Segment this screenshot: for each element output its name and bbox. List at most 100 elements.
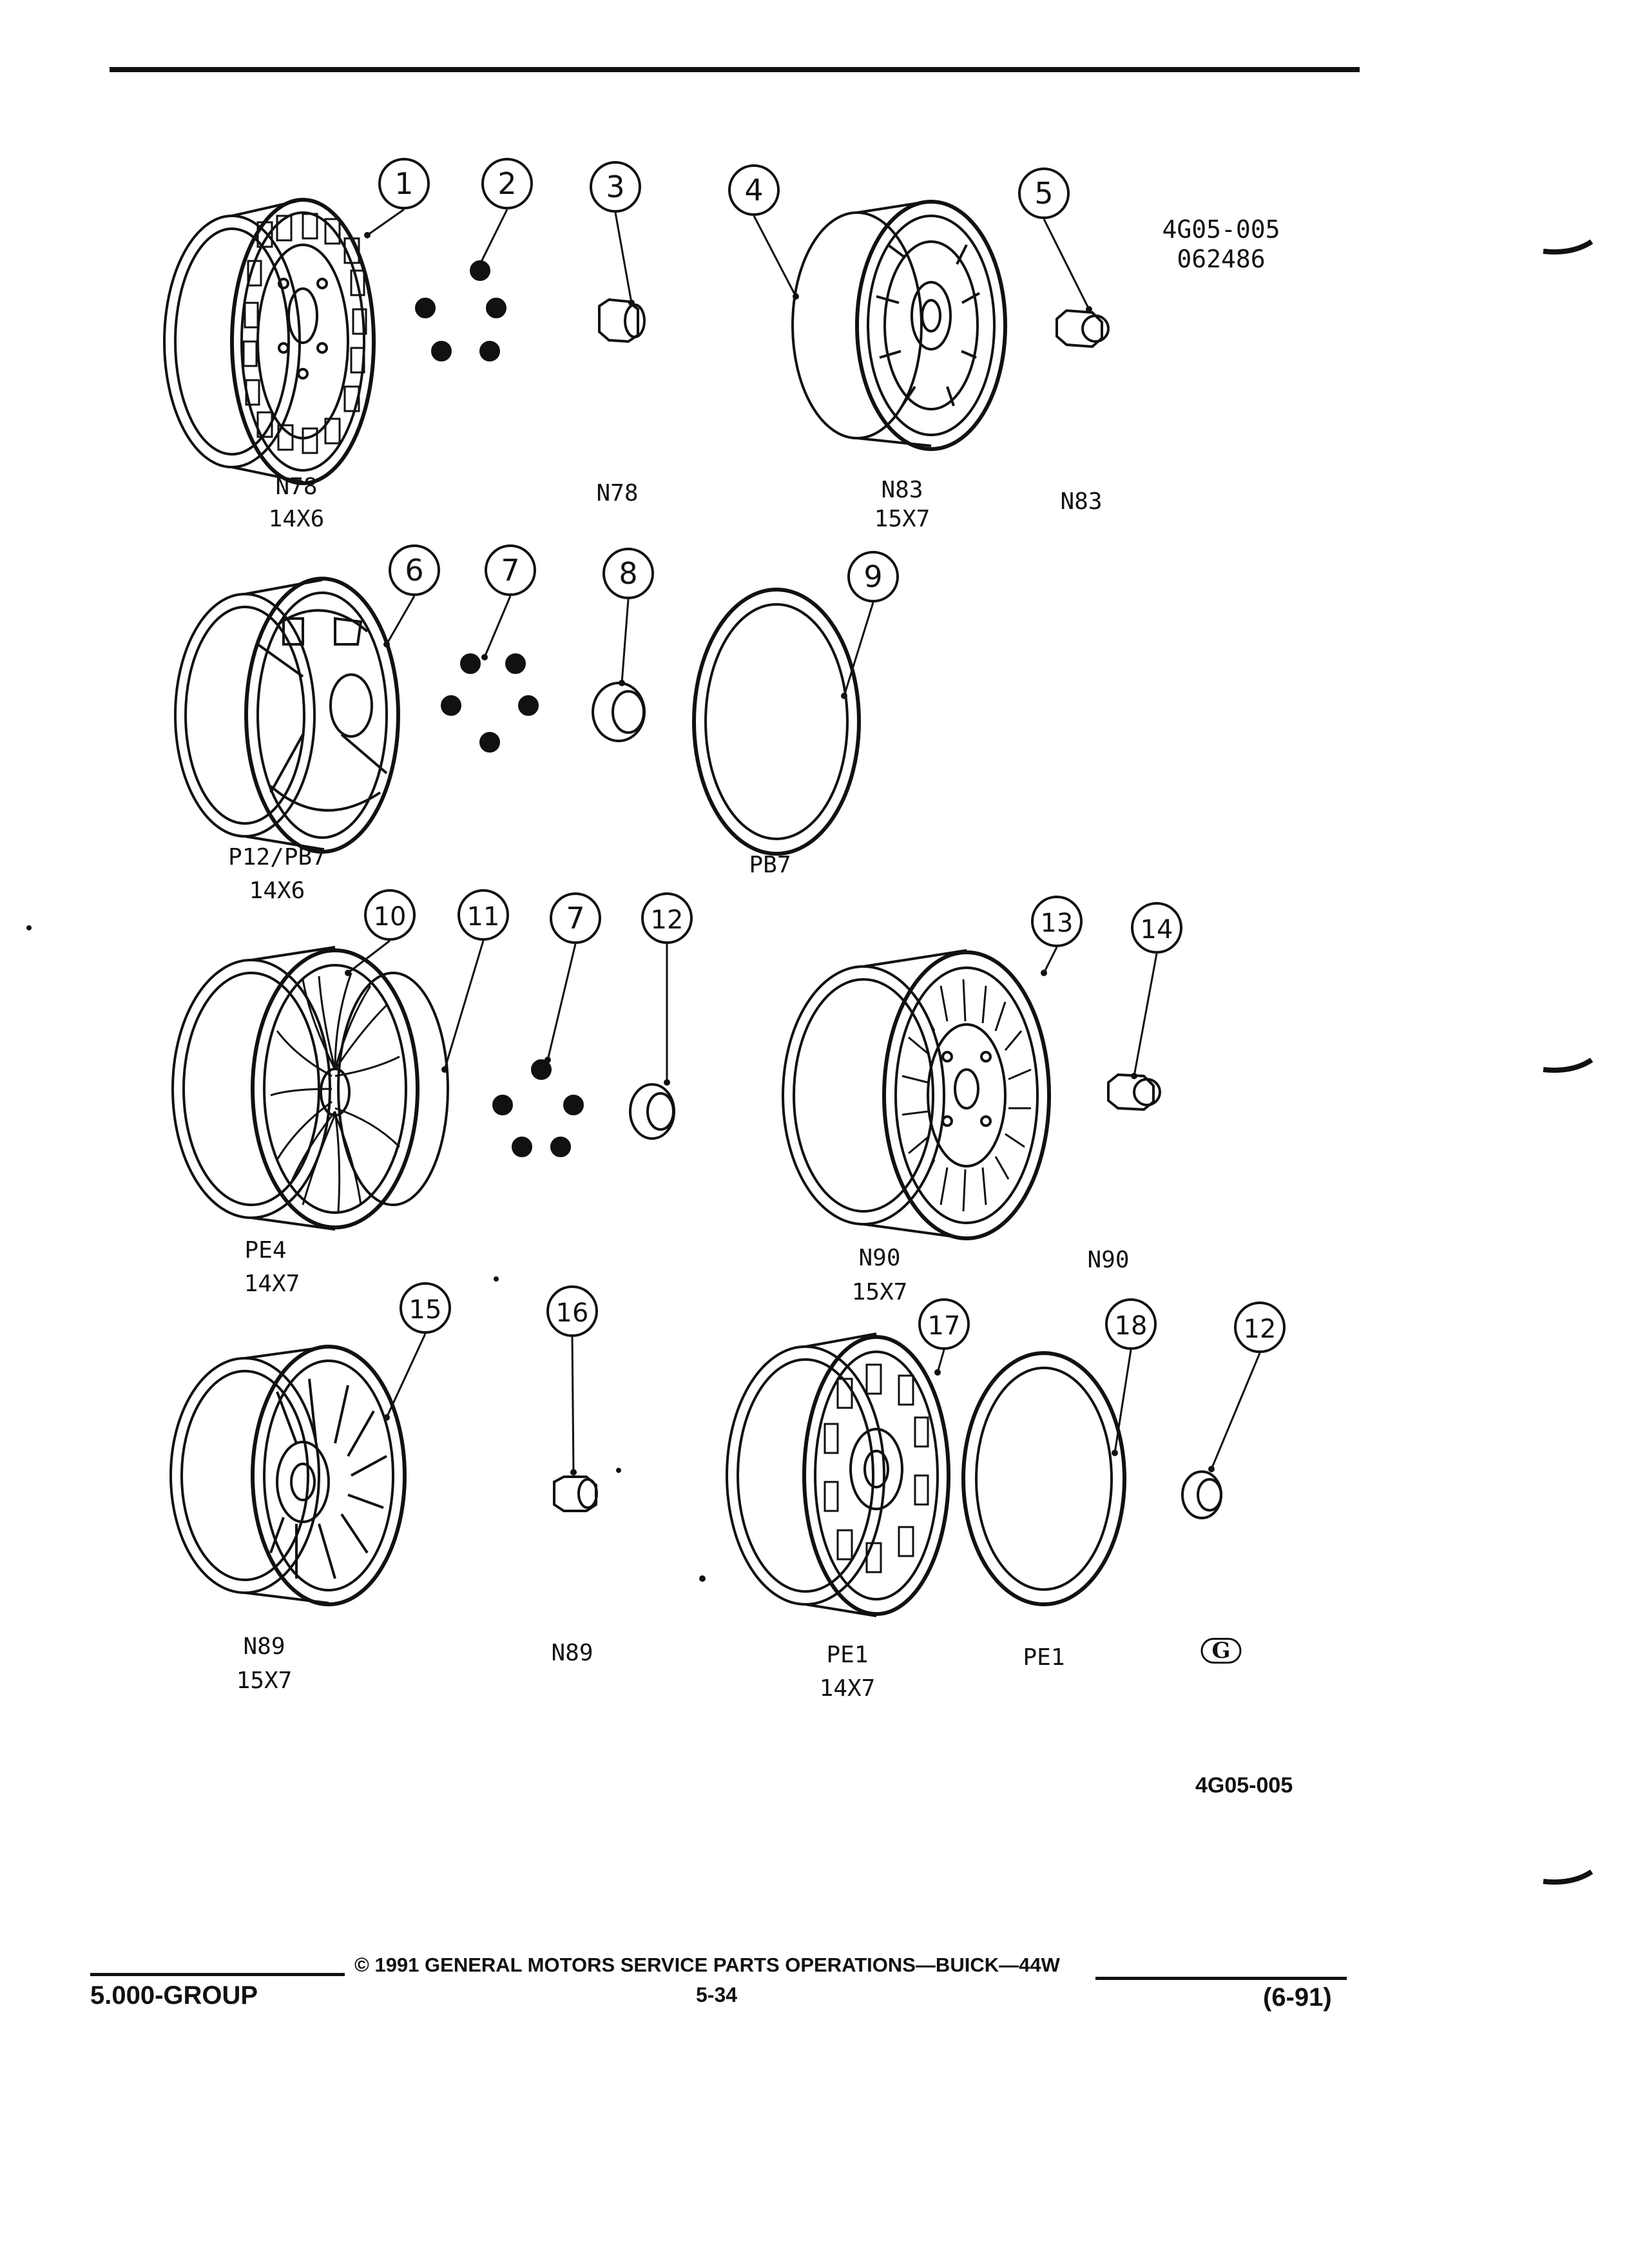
callout-number: 5 bbox=[1034, 176, 1053, 211]
footer-copyright: © 1991 GENERAL MOTORS SERVICE PARTS OPER… bbox=[354, 1954, 1060, 1976]
callout-number: 6 bbox=[405, 553, 423, 588]
label-pe1-ring: PE1 bbox=[1023, 1644, 1065, 1671]
callout-leader bbox=[546, 943, 577, 1061]
lug-nuts-7 bbox=[441, 653, 539, 753]
callout-leader bbox=[443, 940, 485, 1070]
callout-2: 2 bbox=[477, 158, 533, 267]
callout-bubble bbox=[602, 548, 654, 599]
label-g-mark: G bbox=[1200, 1638, 1242, 1664]
callout-arrowhead bbox=[664, 1079, 670, 1086]
footer-group: 5.000-GROUP bbox=[90, 1981, 258, 2010]
label-n89-cap: N89 bbox=[551, 1640, 593, 1666]
label-p12-code: P12/PB7 bbox=[228, 844, 326, 870]
callout-bubble bbox=[378, 158, 430, 209]
callout-bubble bbox=[641, 892, 693, 944]
label-n90-cap: N90 bbox=[1087, 1247, 1130, 1273]
callout-leader bbox=[1043, 218, 1090, 310]
callout-19: 18 bbox=[1105, 1298, 1157, 1456]
callout-number: 13 bbox=[1041, 908, 1074, 938]
callout-arrowhead bbox=[1041, 970, 1047, 976]
callout-leader bbox=[385, 595, 416, 645]
callout-bubble bbox=[1105, 1298, 1157, 1350]
callout-17: 16 bbox=[546, 1285, 598, 1475]
callout-arrowhead bbox=[345, 970, 351, 976]
label-pe4-size: 14X7 bbox=[244, 1271, 300, 1297]
label-pe1-size: 14X7 bbox=[819, 1675, 876, 1702]
callout-number: 11 bbox=[467, 902, 500, 932]
callout-leader bbox=[753, 215, 797, 297]
callout-10: 10 bbox=[345, 889, 416, 976]
label-pe1-code: PE1 bbox=[826, 1642, 869, 1668]
callout-number: 14 bbox=[1141, 915, 1173, 945]
callout-number: 3 bbox=[606, 169, 624, 204]
scan-specks bbox=[26, 925, 706, 1582]
callout-11: 11 bbox=[441, 889, 509, 1073]
callout-number: 1 bbox=[394, 166, 413, 201]
callout-number: 7 bbox=[566, 901, 584, 936]
label-n83-cap: N83 bbox=[1060, 488, 1103, 515]
callout-bubble bbox=[400, 1282, 451, 1334]
center-cap-3 bbox=[598, 298, 646, 343]
label-n83-size: 15X7 bbox=[874, 506, 930, 532]
callout-arrowhead bbox=[570, 1469, 577, 1475]
footer-page-number: 5-34 bbox=[696, 1983, 738, 2006]
callout-leader bbox=[1043, 947, 1058, 974]
label-n89-size: 15X7 bbox=[236, 1667, 293, 1694]
center-cap-12 bbox=[629, 1083, 675, 1140]
callout-leader bbox=[1113, 1349, 1132, 1454]
label-n78-code: N78 bbox=[275, 474, 318, 500]
center-cap-8 bbox=[592, 682, 646, 742]
callout-leader bbox=[571, 1336, 575, 1473]
callout-8: 8 bbox=[602, 548, 654, 686]
callout-leader bbox=[843, 602, 874, 697]
wheel-pe1 bbox=[726, 1332, 950, 1617]
center-cap-12b bbox=[1181, 1470, 1222, 1519]
callout-number: 12 bbox=[1244, 1314, 1277, 1344]
label-n83-code: N83 bbox=[881, 477, 923, 503]
wheel-n89 bbox=[169, 1345, 407, 1606]
callout-bubble bbox=[546, 1285, 598, 1337]
callout-4: 4 bbox=[728, 164, 799, 300]
lug-nuts-7b bbox=[492, 1059, 584, 1157]
label-pb7-ring: PB7 bbox=[749, 852, 791, 878]
label-n89-code: N89 bbox=[243, 1633, 285, 1660]
callout-number: 10 bbox=[374, 902, 407, 932]
callout-number: 8 bbox=[619, 556, 637, 591]
diagram-id-bottom: 4G05-005 bbox=[1195, 1773, 1293, 1798]
callout-12: 7 bbox=[545, 892, 601, 1063]
diagram-id: 4G05-005 bbox=[1162, 215, 1280, 244]
callout-leader bbox=[367, 208, 405, 236]
callout-leader bbox=[1210, 1352, 1261, 1470]
label-n90-code: N90 bbox=[858, 1245, 901, 1271]
callout-bubble bbox=[1131, 902, 1182, 954]
callout-5: 5 bbox=[1018, 168, 1092, 312]
callout-arrowhead bbox=[481, 654, 488, 660]
callout-1: 1 bbox=[364, 158, 430, 238]
callout-number: 12 bbox=[651, 905, 684, 935]
wheel-n78 bbox=[163, 198, 376, 485]
callout-number: 15 bbox=[409, 1295, 442, 1325]
label-pe4-code: PE4 bbox=[244, 1237, 287, 1264]
callout-number: 7 bbox=[501, 553, 519, 588]
diagram-date: 062486 bbox=[1177, 245, 1266, 273]
callout-bubble bbox=[1018, 168, 1070, 219]
binding-marks bbox=[1543, 239, 1594, 1885]
callout-bubble bbox=[458, 889, 509, 941]
callout-number: 17 bbox=[928, 1311, 961, 1341]
callout-20: 12 bbox=[1208, 1302, 1286, 1472]
callout-3: 3 bbox=[590, 161, 641, 306]
callout-leader bbox=[614, 212, 633, 303]
callout-bubble bbox=[364, 889, 416, 941]
callout-bubble bbox=[918, 1298, 970, 1350]
label-p12-size: 14X6 bbox=[249, 878, 305, 904]
callout-number: 4 bbox=[744, 173, 763, 207]
callout-bubble bbox=[485, 544, 536, 596]
callout-arrowhead bbox=[934, 1369, 941, 1376]
callout-18: 17 bbox=[918, 1298, 970, 1376]
center-cap-5 bbox=[1055, 309, 1110, 349]
wheel-p12-pb7 bbox=[174, 577, 400, 854]
center-cap-16 bbox=[553, 1475, 598, 1512]
callout-7: 7 bbox=[481, 544, 536, 660]
callout-15: 14 bbox=[1131, 902, 1182, 1079]
